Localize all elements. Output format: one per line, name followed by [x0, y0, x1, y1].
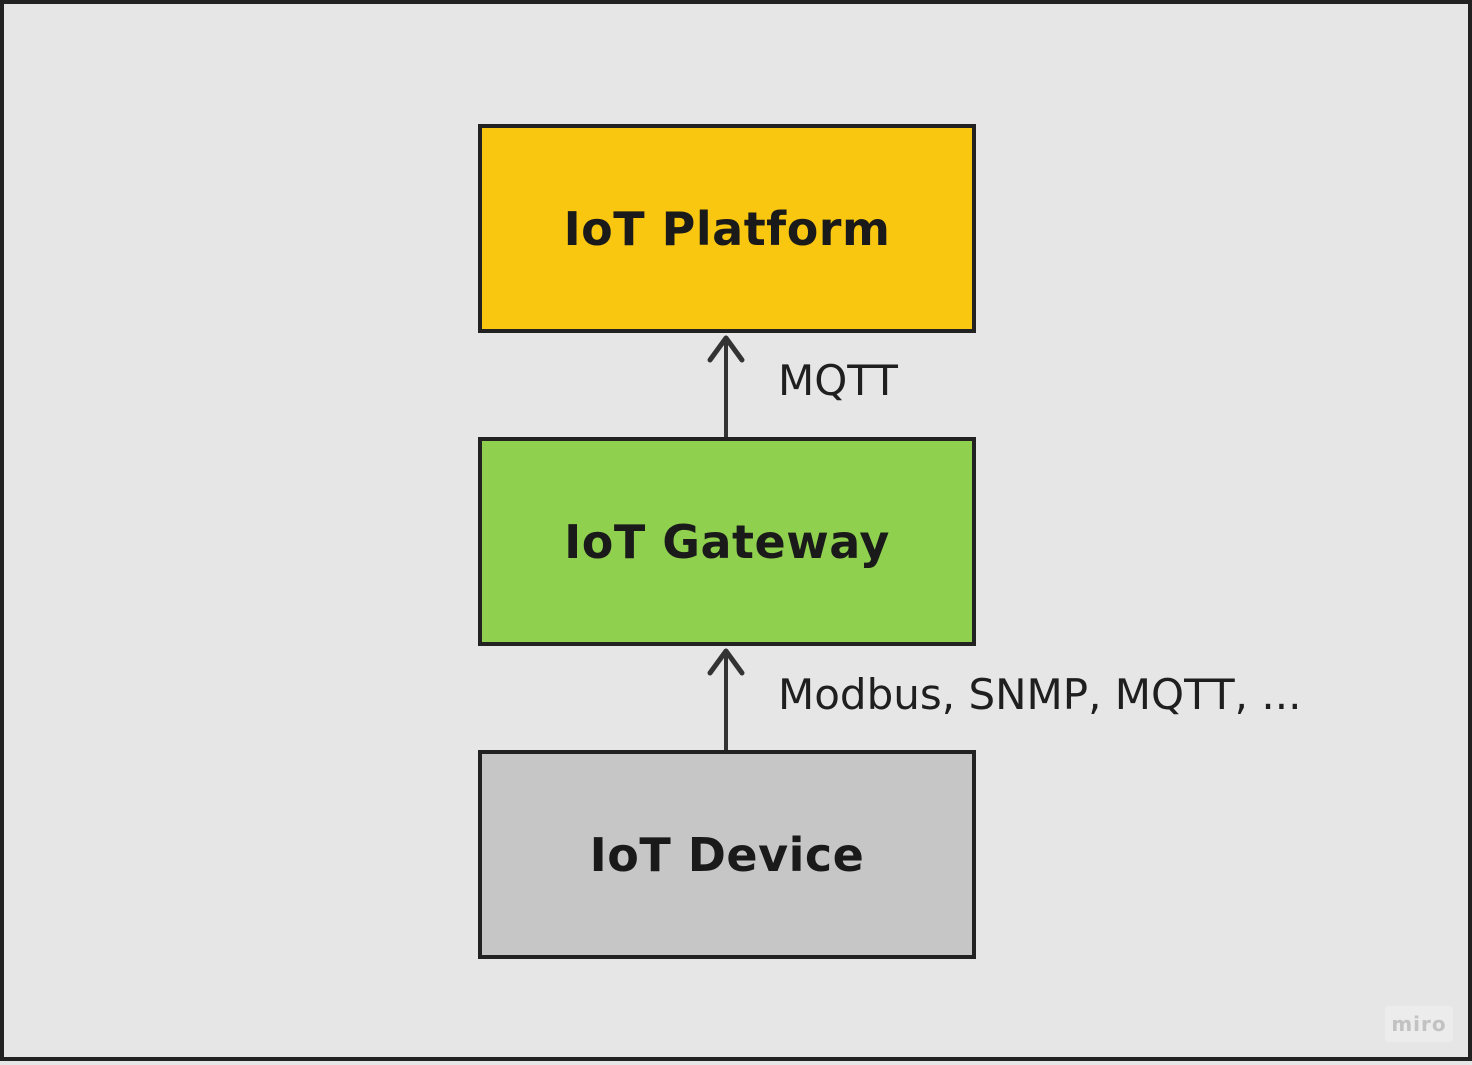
node-iot-device-label: IoT Device — [589, 827, 865, 882]
node-iot-gateway[interactable]: IoT Gateway — [478, 437, 976, 646]
arrowhead-up-icon — [707, 335, 745, 363]
node-iot-platform[interactable]: IoT Platform — [478, 124, 976, 333]
node-iot-platform-label: IoT Platform — [563, 201, 891, 256]
node-iot-gateway-label: IoT Gateway — [564, 514, 890, 569]
edge-device-to-gateway[interactable] — [707, 648, 745, 750]
node-iot-device[interactable]: IoT Device — [478, 750, 976, 959]
edge-label-protocols: Modbus, SNMP, MQTT, ... — [778, 670, 1302, 719]
arrowhead-up-icon — [707, 648, 745, 676]
edge-gateway-to-platform[interactable] — [707, 335, 745, 437]
miro-watermark: miro — [1385, 1006, 1453, 1042]
edge-label-mqtt: MQTT — [778, 356, 898, 405]
edges-layer — [707, 335, 745, 750]
